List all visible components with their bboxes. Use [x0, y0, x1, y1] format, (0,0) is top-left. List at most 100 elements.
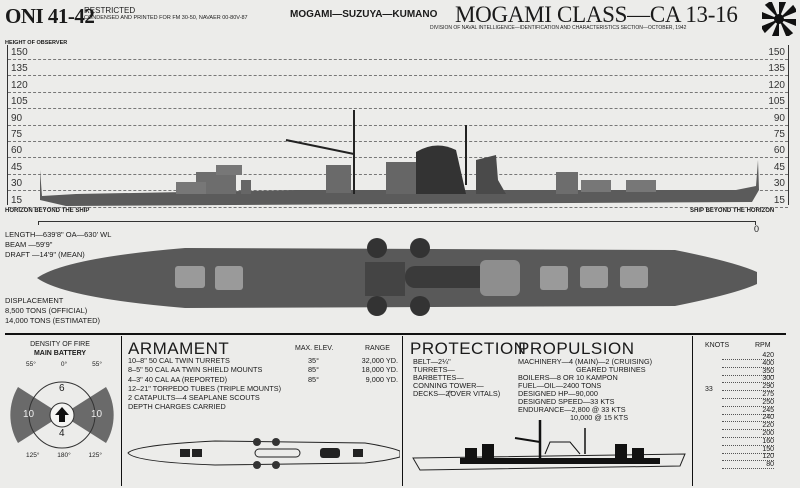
armament-row: 12–21" TORPEDO TUBES (TRIPLE MOUNTS)	[128, 384, 398, 393]
height-label: 30	[773, 178, 785, 190]
height-label: 75	[11, 129, 23, 140]
rising-sun-flag-icon	[762, 2, 796, 36]
height-of-observer-label: HEIGHT OF OBSERVER	[5, 40, 68, 46]
armament-item: 12–21" TORPEDO TUBES (TRIPLE MOUNTS)	[128, 383, 282, 393]
spec-line: DECKS—2"	[413, 389, 453, 398]
range-header: RANGE	[365, 345, 390, 352]
spec-line: ENDURANCE—2,800 @ 33 KTS	[518, 405, 626, 414]
protection-title: PROTECTION	[410, 339, 527, 358]
height-gridline	[8, 108, 788, 110]
density-left: 10	[23, 409, 35, 420]
ship-profile-side-view	[40, 110, 759, 206]
divider	[692, 336, 693, 486]
rpm-value: 300	[722, 375, 774, 384]
knots-value: 33	[705, 386, 713, 393]
rpm-value: 160	[722, 438, 774, 446]
height-gridline	[8, 75, 788, 77]
density-top-angles: 55°0°55°	[26, 361, 102, 368]
angle: 55°	[26, 361, 36, 368]
divider	[121, 336, 122, 486]
height-label: 150	[768, 47, 785, 58]
ship-profile-armor-view	[412, 420, 686, 471]
knots-header: KNOTS	[705, 342, 730, 349]
armament-elev: 35°	[308, 356, 320, 365]
density-aft: 4	[59, 428, 65, 439]
spec-line: BELT—2¼"	[413, 357, 451, 366]
propulsion-title: PROPULSION	[518, 339, 635, 358]
height-label: 120	[11, 79, 28, 91]
angle: 125°	[88, 452, 102, 459]
density-fore: 6	[59, 383, 65, 394]
spec-line: CONNING TOWER—	[413, 381, 484, 390]
spec-line: GEARED TURBINES	[576, 365, 646, 374]
scale-zero: 0	[754, 224, 760, 234]
height-label: 15	[11, 194, 23, 206]
restricted-label: RESTRICTED	[84, 6, 136, 15]
rpm-value: 400	[722, 360, 774, 368]
dimensions-block: LENGTH—639'8" OA—630' WL BEAM —59'9" DRA…	[5, 230, 111, 260]
armament-row: DEPTH CHARGES CARRIED	[128, 402, 398, 411]
division-line: DIVISION OF NAVAL INTELLIGENCE—IDENTIFIC…	[430, 25, 687, 31]
height-gridline	[8, 91, 788, 93]
height-label: 105	[768, 96, 785, 108]
density-bottom-angles: 125° 180° 125°	[26, 452, 102, 459]
height-label: 30	[11, 178, 23, 190]
armament-elev: 85°	[308, 365, 320, 375]
beam: BEAM —59'9"	[5, 240, 53, 249]
scale-bar	[38, 221, 756, 225]
density-of-fire-title: DENSITY OF FIRE MAIN BATTERY	[0, 340, 120, 358]
armament-range: 32,000 YD.	[361, 356, 398, 365]
spec-line: BARBETTES—	[413, 373, 464, 382]
height-label: 45	[773, 161, 785, 173]
armament-item: 8–5" 50 CAL AA TWIN SHIELD MOUNTS	[128, 365, 263, 375]
propulsion-list: MACHINERY—4 (MAIN)—2 (CRUISING)GEARED TU…	[518, 358, 652, 422]
height-label: 45	[11, 161, 23, 173]
height-label: 90	[773, 112, 785, 124]
displacement-official: 8,500 TONS (OFFICIAL)	[5, 306, 88, 315]
flag-ray	[764, 2, 779, 19]
armament-item: DEPTH CHARGES CARRIED	[128, 402, 226, 412]
rpm-value: 420	[722, 352, 774, 360]
armament-title: ARMAMENT	[128, 339, 230, 358]
height-label: 150	[11, 47, 28, 58]
density-right: 10	[91, 409, 103, 420]
armament-item: 4–3" 40 CAL AA (REPORTED)	[128, 374, 228, 384]
rpm-value: 120	[722, 453, 774, 462]
section-divider	[5, 333, 786, 335]
height-label: 75	[773, 129, 785, 140]
height-label: 135	[768, 63, 785, 75]
angle: 180°	[57, 452, 71, 459]
document-id: ONI 41-42	[5, 4, 95, 28]
divider	[402, 336, 403, 486]
displacement-title: DISPLACEMENT	[5, 296, 64, 305]
height-gridline	[8, 157, 788, 159]
density-title-line1: DENSITY OF FIRE	[30, 341, 90, 348]
height-label: 60	[11, 145, 23, 157]
condensed-note: CONDENSED AND PRINTED FOR FM 30-50, NAVA…	[84, 15, 248, 21]
displacement-estimated: 14,000 TONS (ESTIMATED)	[5, 316, 101, 325]
flag-ray	[779, 4, 796, 19]
spec-line: MACHINERY—4 (MAIN)—2 (CRUISING)	[518, 357, 653, 366]
height-label: 135	[11, 63, 28, 75]
class-title: MOGAMI CLASS—CA 13-16	[455, 2, 738, 27]
rpm-value: 275	[722, 391, 774, 399]
ship-beyond-horizon-caption: SHIP BEYOND THE HORIZON	[690, 208, 775, 214]
armament-row: 2 CATAPULTS—4 SEAPLANE SCOUTS	[128, 393, 398, 402]
rpm-value: 200	[722, 430, 774, 438]
height-gridline	[8, 141, 788, 142]
flag-ray	[779, 19, 794, 36]
rpm-value: 150	[722, 446, 774, 454]
spec-line: BOILERS—8 OR 10 KAMPON	[518, 373, 618, 382]
height-gridline	[8, 124, 788, 126]
angle: 125°	[26, 452, 40, 459]
ship-names: MOGAMI—SUZUYA—KUMANO	[290, 9, 438, 20]
height-label: 120	[768, 79, 785, 91]
rpm-value: 80	[722, 461, 774, 470]
rpm-value: 245	[722, 407, 774, 415]
spec-line: 10,000 @ 15 KTS	[570, 413, 629, 422]
flag-ray	[762, 19, 779, 34]
angle: 55°	[92, 361, 102, 368]
